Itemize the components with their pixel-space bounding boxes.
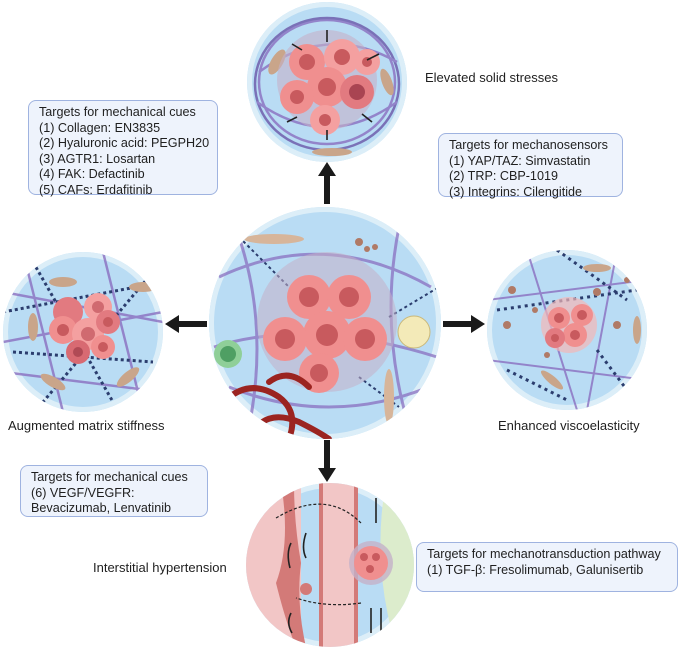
target-item: (4) FAK: Defactinib (39, 167, 145, 181)
arrow-right-icon (443, 315, 485, 333)
stage-label-bottom: Interstitial hypertension (93, 560, 227, 575)
stage-label-left: Augmented matrix stiffness (8, 418, 165, 433)
target-item: (3) AGTR1: Losartan (39, 151, 156, 166)
mechanosensors-box: Targets for mechanosensors (1) YAP/TAZ: … (438, 133, 623, 199)
target-item: Bevacizumab, Lenvatinib (31, 501, 172, 515)
tumor-cluster (263, 275, 387, 393)
target-item: (6) VEGF/VEGFR: (31, 485, 135, 500)
tumor-cluster (541, 297, 597, 353)
tumor-cluster (277, 30, 380, 135)
arrow-left-icon (165, 315, 207, 333)
vegf-targets-box: Targets for mechanical cues (6) VEGF/VEG… (20, 465, 208, 517)
interstitial-hypertension-illustration (246, 483, 414, 647)
solid-stress-illustration (247, 2, 407, 162)
tumor-cluster (49, 293, 120, 364)
viscoelasticity-illustration (487, 250, 647, 410)
arrow-up-icon (318, 162, 336, 204)
target-item: (5) CAFs: Erdafitinib (39, 182, 153, 197)
target-item: (2) TRP: CBP-1019 (449, 169, 558, 183)
tumor-microenvironment-illustration (209, 207, 441, 439)
stiffness-graphic (3, 252, 163, 412)
target-item: (1) YAP/TAZ: Simvastatin (449, 153, 591, 168)
viscoelasticity-graphic (487, 250, 647, 410)
solid-stress-graphic (253, 16, 401, 156)
arrow-down-icon (318, 440, 336, 482)
box-title: Targets for mechanical cues (31, 470, 188, 484)
mechanotransduction-targets-box: Targets for mechanotransduction pathway … (416, 542, 678, 592)
stage-label-top: Elevated solid stresses (425, 70, 558, 85)
target-item: (2) Hyaluronic acid: PEGPH20 (39, 136, 210, 150)
target-item: (1) Collagen: EN3835 (39, 120, 161, 135)
target-item: (3) Integrins: Cilengitide (449, 184, 582, 199)
target-item: (1) TGF-β: Fresolimumab, Galunisertib (427, 562, 644, 577)
box-title: Targets for mechanosensors (449, 138, 608, 152)
matrix-stiffness-illustration (3, 252, 163, 412)
mechanical-cues-box: Targets for mechanical cues (1) Collagen… (28, 100, 218, 197)
box-title: Targets for mechanical cues (39, 105, 196, 119)
stage-label-right: Enhanced viscoelasticity (498, 418, 640, 433)
box-title: Targets for mechanotransduction pathway (427, 547, 661, 561)
center-graphic (213, 226, 440, 439)
hypertension-graphic (246, 483, 414, 647)
